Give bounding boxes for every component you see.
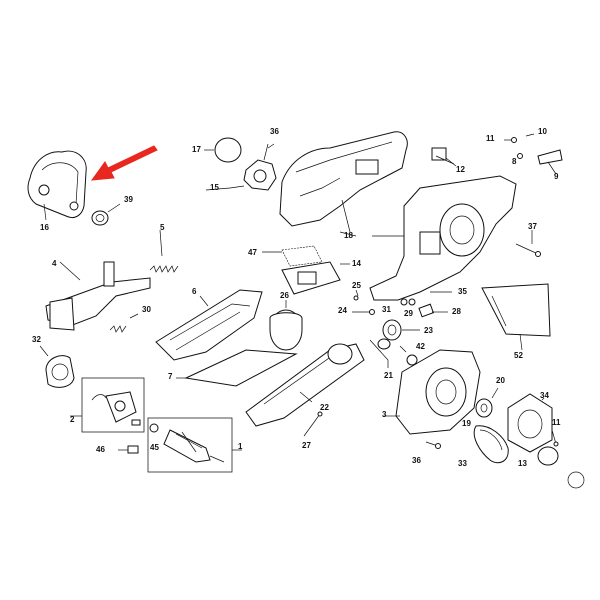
callout-label: 6: [192, 287, 197, 296]
part-53-dust-bag: [481, 283, 551, 351]
callout-label: 52: [514, 351, 523, 360]
callout-label: 23: [424, 326, 433, 335]
part-18-gear-housing: [369, 175, 517, 301]
callout-label: 21: [384, 371, 393, 380]
part-22-belt-frame: [245, 343, 365, 427]
callout-label: 33: [458, 459, 467, 468]
callout-label: 26: [280, 291, 289, 300]
part-2-stator-box: [70, 377, 145, 433]
callout-label: 31: [382, 305, 391, 314]
part-46-block: [118, 445, 139, 454]
callout-label: 46: [96, 445, 105, 454]
part-12-switch: [431, 147, 457, 167]
part-9-power-cord: [504, 133, 563, 175]
part-15-bracket: [229, 143, 277, 191]
part-16-belt-guard: [27, 150, 87, 221]
part-28-29-35: [400, 291, 452, 318]
callout-label: 35: [458, 287, 467, 296]
callout-label: 14: [352, 259, 361, 268]
callout-label: 18: [344, 231, 353, 240]
callout-label: 37: [528, 222, 537, 231]
part-17-disc: [204, 137, 242, 163]
callout-label: 8: [512, 157, 517, 166]
part-27-pin: [303, 411, 323, 437]
part-3-gear-case: [384, 349, 481, 435]
part-18-motor-housing: [279, 131, 408, 233]
callout-label: 9: [554, 172, 559, 181]
callout-label: 11: [486, 134, 495, 143]
part-26-drum: [269, 300, 303, 351]
part-20-gear: [475, 387, 499, 418]
callout-label: 27: [302, 441, 311, 450]
callout-label: 12: [456, 165, 465, 174]
highlight-arrow: [90, 145, 158, 181]
part-47-pad: [262, 245, 323, 267]
part-13-disc: [537, 446, 559, 466]
part-21-spindle: [369, 338, 391, 368]
part-37-screw: [515, 243, 541, 257]
part-39-ring: [91, 203, 121, 226]
callout-label: 36: [270, 127, 279, 136]
part-4-lever: [45, 261, 151, 331]
callout-label: 3: [382, 410, 387, 419]
reference-circle: [567, 471, 585, 489]
callout-label: 42: [416, 342, 425, 351]
part-14-brush-holder: [281, 261, 350, 295]
part-1-armature-box: [147, 417, 242, 473]
callout-label: 28: [452, 307, 461, 316]
callout-label: 4: [52, 259, 57, 268]
callout-label: 25: [352, 281, 361, 290]
callout-label: 1: [238, 442, 243, 451]
part-24-25-screws: [352, 289, 375, 315]
leader-lines: [205, 143, 533, 353]
part-34-cover: [507, 393, 553, 453]
part-6-platen: [155, 289, 263, 361]
callout-label: 13: [518, 459, 527, 468]
callout-label: 19: [462, 419, 471, 428]
callout-label: 39: [124, 195, 133, 204]
part-30-screw: [109, 313, 139, 333]
callout-label: 20: [496, 376, 505, 385]
callout-label: 11: [552, 418, 561, 427]
callout-label: 2: [70, 415, 75, 424]
callout-label: 29: [404, 309, 413, 318]
callout-label: 7: [168, 372, 173, 381]
callout-label: 17: [192, 145, 201, 154]
callout-label: 45: [150, 443, 159, 452]
callout-label: 15: [210, 183, 219, 192]
part-32-cap: [39, 345, 75, 388]
callout-label: 32: [32, 335, 41, 344]
callout-label: 30: [142, 305, 151, 314]
part-36b-screw: [425, 441, 441, 449]
part-31-gear: [382, 319, 420, 341]
part-33-belt: [473, 425, 509, 464]
part-11b-screw: [551, 429, 559, 447]
callout-label: 22: [320, 403, 329, 412]
callout-label: 24: [338, 306, 347, 315]
callout-label: 5: [160, 223, 165, 232]
callout-label: 47: [248, 248, 257, 257]
part-7-plate: [176, 349, 298, 387]
callout-label: 36: [412, 456, 421, 465]
callout-label: 10: [538, 127, 547, 136]
callout-label: 16: [40, 223, 49, 232]
callout-label: 34: [540, 391, 549, 400]
part-5-spring: [149, 229, 179, 273]
